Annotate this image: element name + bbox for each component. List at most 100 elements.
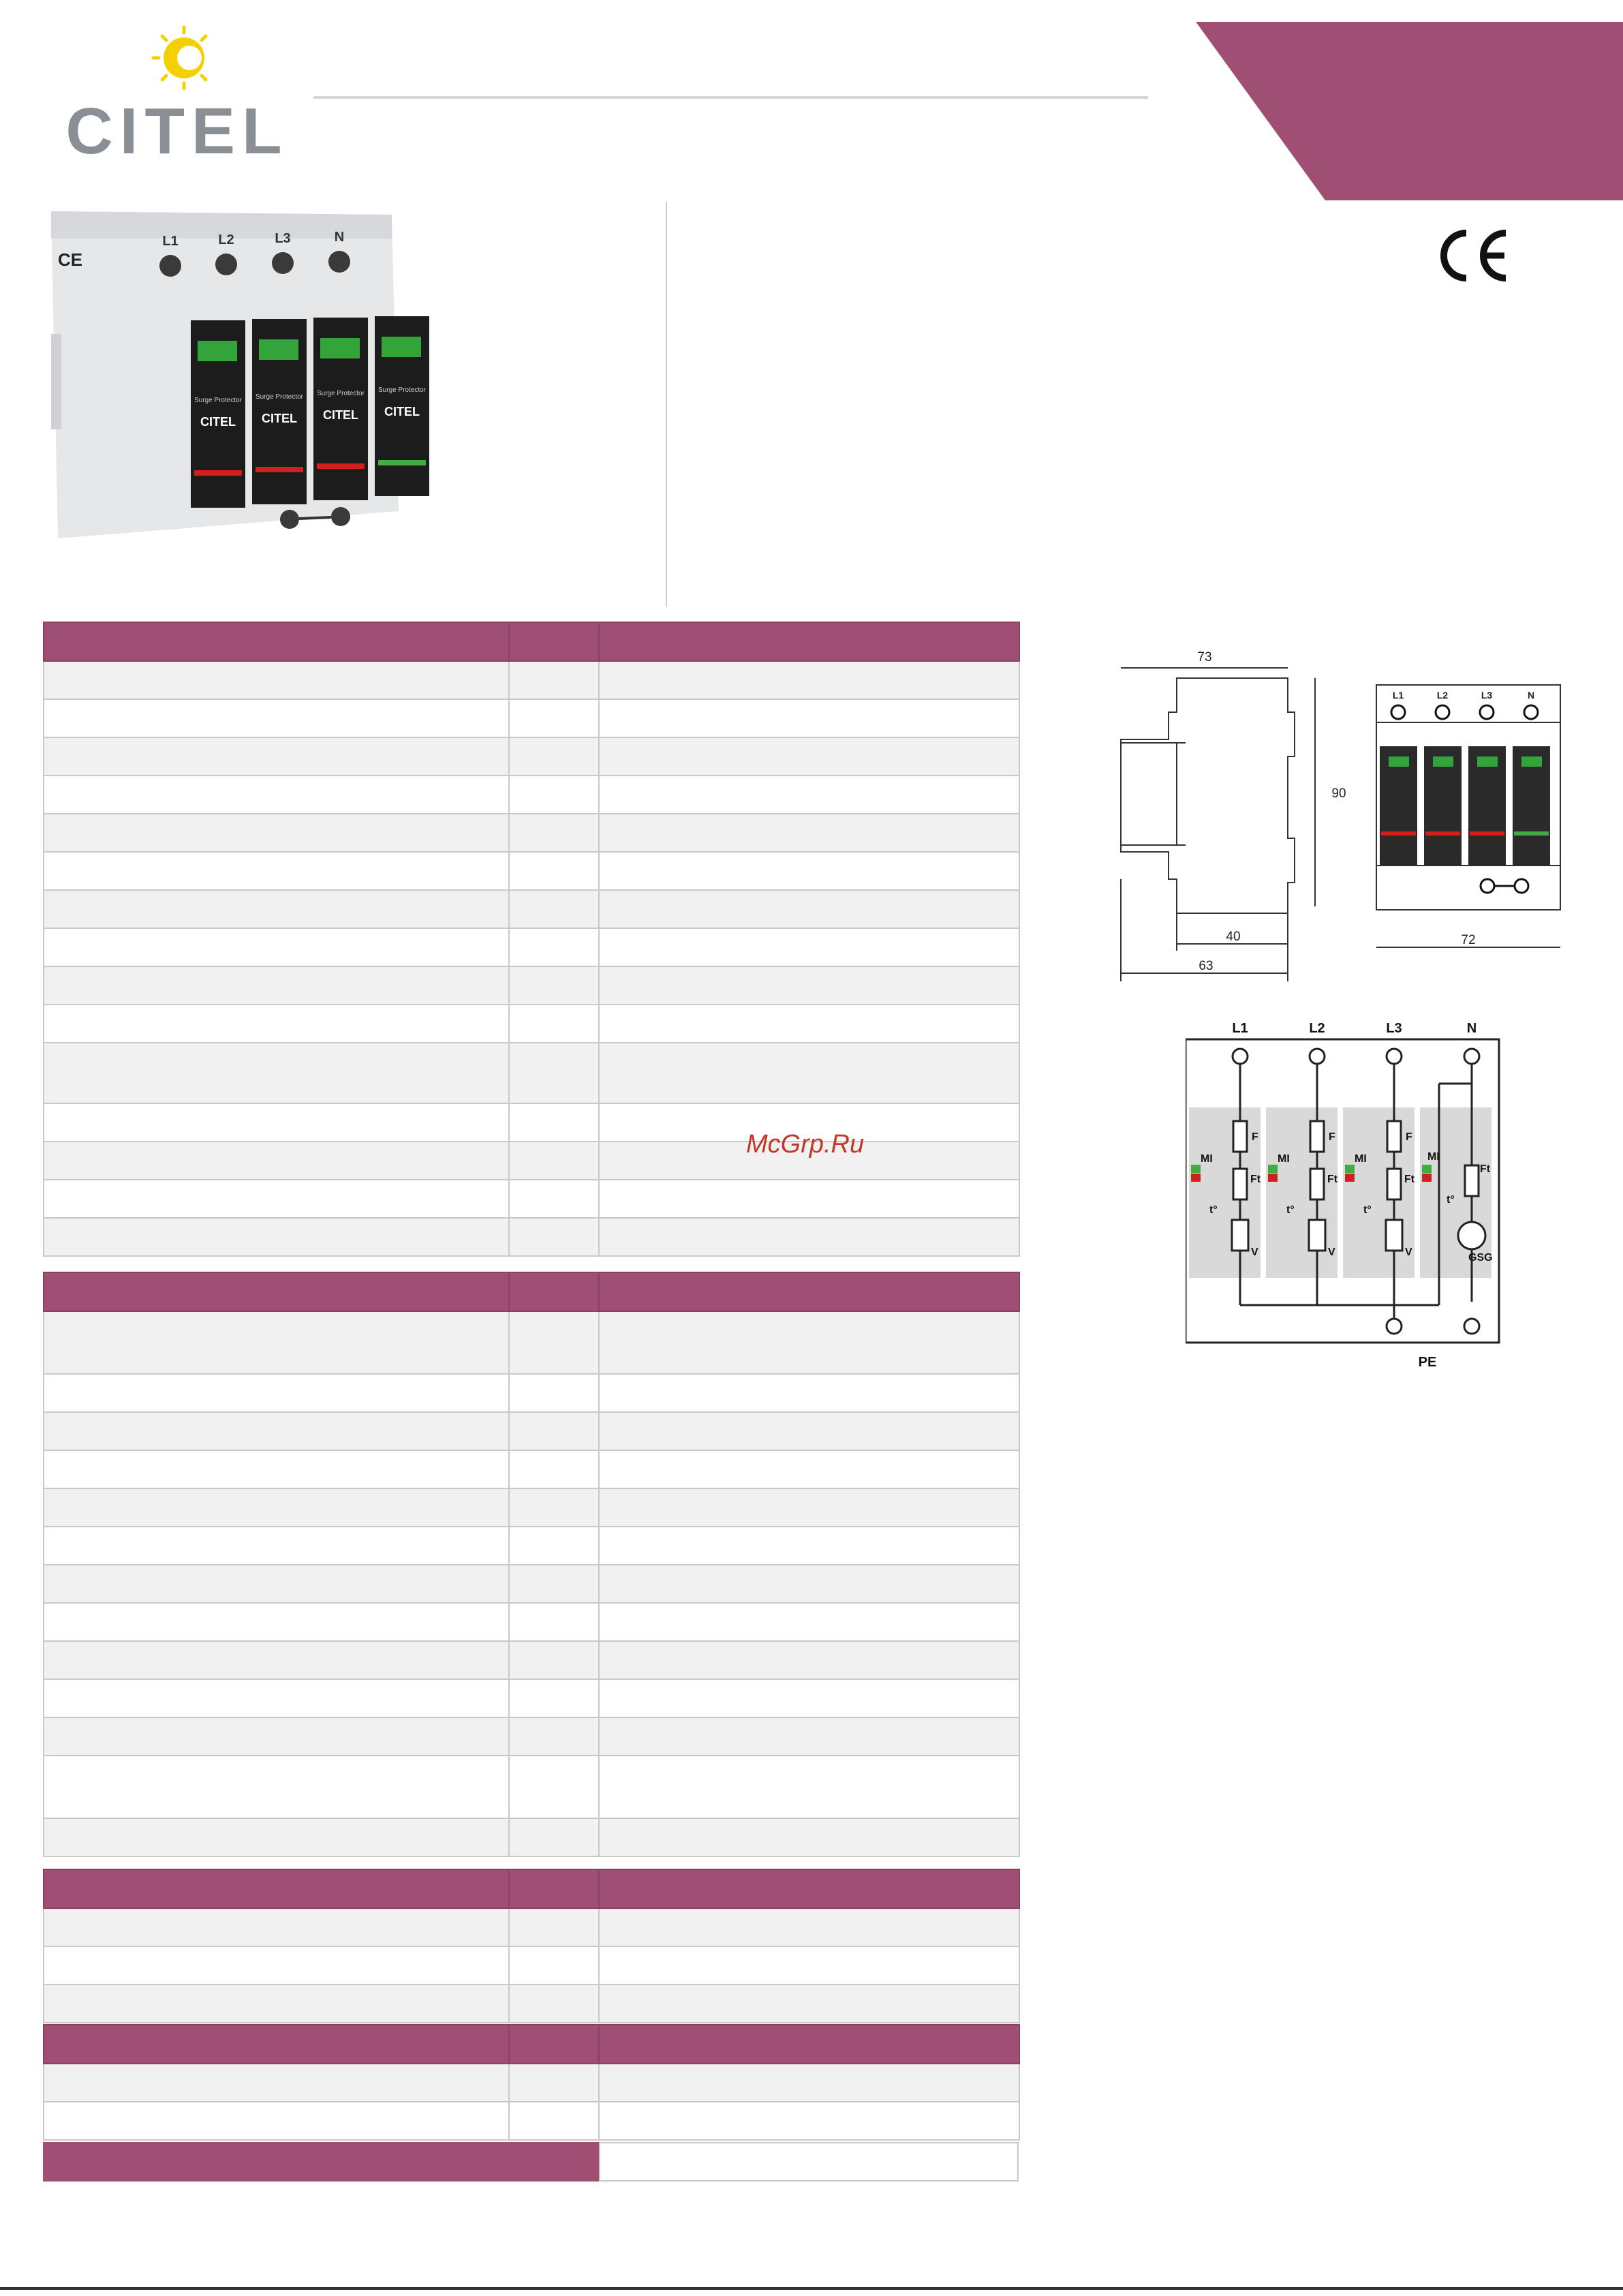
dim-90: 90 [1331, 786, 1346, 801]
table-row [43, 1908, 1020, 1947]
module-text-2: Surge Protector [256, 393, 304, 401]
logo-sun-icon [151, 25, 208, 91]
table-row [43, 660, 1020, 700]
product-photo: L1 L2 L3 N CE CITEL Surge Protector CITE… [51, 211, 429, 538]
dim-72: 72 [1461, 933, 1475, 947]
label-mi-4: MI [1427, 1151, 1440, 1163]
header-rule [313, 96, 1148, 99]
photo-terminal-l1: L1 [162, 234, 178, 249]
spec-table-1 [43, 622, 1020, 1257]
table-row [43, 1602, 1020, 1642]
table-row [43, 1984, 1020, 2023]
table-row [43, 1450, 1020, 1489]
table-row [43, 1311, 1020, 1375]
label-t-3: t° [1363, 1204, 1372, 1216]
dim-73: 73 [1197, 650, 1211, 664]
logo-wordmark: CITEL [65, 95, 288, 164]
dimension-drawing: 73 90 40 63 72 L1 L2 L3 N [1120, 650, 1561, 981]
table-row [43, 1141, 1020, 1180]
label-gsg: GSG [1468, 1252, 1493, 1264]
photo-ce-mark: CE [58, 249, 82, 270]
label-t-4: t° [1447, 1194, 1455, 1206]
table-row [43, 1946, 1020, 1985]
label-v-1: V [1251, 1246, 1258, 1258]
label-mi-1: MI [1201, 1153, 1213, 1165]
footer-bar-accent [43, 2142, 599, 2182]
photo-terminal-l3: L3 [275, 231, 290, 246]
table-row [43, 2101, 1020, 2141]
table-row [43, 889, 1020, 929]
table-row [43, 737, 1020, 776]
label-v-2: V [1328, 1246, 1335, 1258]
spec-table-header [43, 622, 1020, 662]
photo-terminal-n: N [335, 230, 344, 245]
spec-table-header [43, 1272, 1020, 1312]
watermark: McGrp.Ru [746, 1130, 865, 1159]
front-view-terminals [1390, 704, 1539, 894]
label-t-2: t° [1286, 1204, 1295, 1216]
dim-terminal-n: N [1528, 690, 1534, 701]
footer-bar [43, 2142, 1019, 2182]
dim-terminal-l3: L3 [1481, 690, 1493, 701]
wiring-terminal-n: N [1467, 1021, 1477, 1036]
table-row [43, 1526, 1020, 1565]
dim-terminal-l2: L2 [1437, 690, 1449, 701]
photo-terminal-l2: L2 [218, 232, 234, 247]
module-brand-4: CITEL [384, 405, 420, 418]
terminal-screws: L1 L2 L3 N [159, 230, 350, 277]
table-row [43, 813, 1020, 853]
module-brand-3: CITEL [323, 408, 358, 422]
table-row [43, 1004, 1020, 1043]
citel-logo: CITEL [65, 25, 288, 164]
table-row [43, 966, 1020, 1005]
label-ft-3: Ft [1404, 1174, 1415, 1185]
spec-table-header [43, 2024, 1020, 2064]
wiring-diagram: L1 L2 L3 N PE F F F Ft Ft Ft Ft MI MI MI… [1186, 1021, 1500, 1370]
spec-table-header [43, 1869, 1020, 1909]
label-f-3: F [1406, 1131, 1412, 1143]
bottom-rule [0, 2287, 1623, 2290]
spec-table-4 [43, 2024, 1020, 2141]
label-v-3: V [1405, 1246, 1412, 1258]
table-row [43, 1818, 1020, 1857]
module-brand-2: CITEL [262, 412, 297, 425]
label-mi-3: MI [1355, 1153, 1367, 1165]
label-ft-4: Ft [1480, 1163, 1491, 1175]
label-ft-2: Ft [1327, 1174, 1338, 1185]
table-row [43, 1411, 1020, 1451]
spec-table-2 [43, 1272, 1020, 1857]
table-row [43, 1042, 1020, 1104]
table-row [43, 1755, 1020, 1819]
dim-63: 63 [1199, 959, 1213, 973]
table-row [43, 1564, 1020, 1604]
table-row [43, 1717, 1020, 1756]
module-brand-1: CITEL [200, 415, 236, 429]
table-row [43, 1488, 1020, 1527]
table-row [43, 1217, 1020, 1257]
label-f-1: F [1252, 1131, 1258, 1143]
wiring-terminal-l1: L1 [1232, 1021, 1248, 1036]
table-row [43, 2063, 1020, 2102]
module-text-1: Surge Protector [194, 397, 243, 404]
protection-modules: CITEL Surge Protector CITEL Surge Protec… [191, 316, 429, 508]
table-row [43, 1103, 1020, 1142]
module-text-4: Surge Protector [378, 386, 427, 394]
table-row [43, 775, 1020, 814]
front-view-modules [1380, 746, 1550, 866]
label-ft-1: Ft [1250, 1174, 1261, 1185]
spec-table-3 [43, 1869, 1020, 2023]
table-row [43, 928, 1020, 967]
dim-terminal-l1: L1 [1393, 690, 1404, 701]
dim-40: 40 [1226, 930, 1240, 944]
wiring-ground-pe: PE [1419, 1355, 1437, 1370]
corner-accent-band [1196, 22, 1623, 200]
table-row [43, 1640, 1020, 1680]
module-text-3: Surge Protector [317, 390, 365, 397]
table-row [43, 1179, 1020, 1219]
table-row [43, 699, 1020, 738]
ce-mark-icon [1440, 230, 1506, 281]
footer-bar-value [599, 2142, 1019, 2182]
vertical-divider [666, 202, 667, 607]
label-f-2: F [1329, 1131, 1335, 1143]
table-row [43, 851, 1020, 891]
